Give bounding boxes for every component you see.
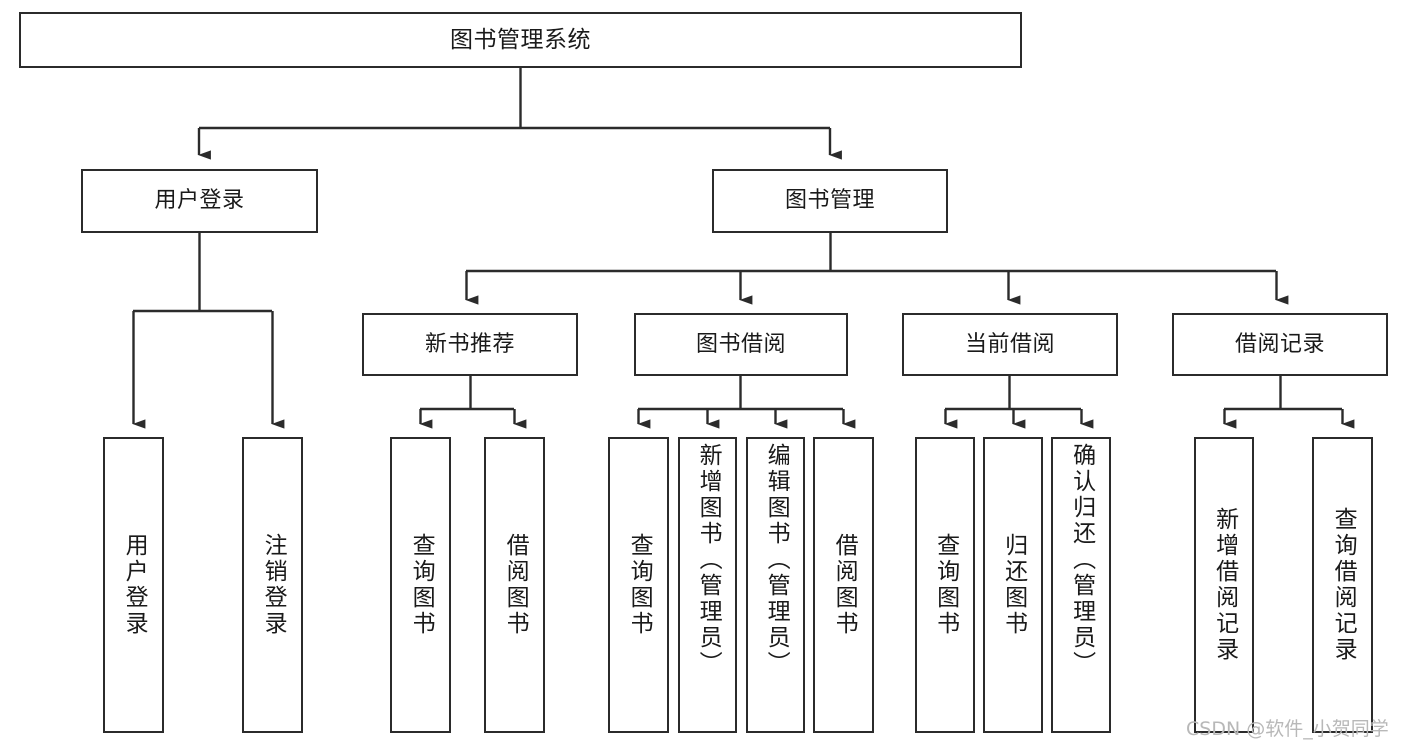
node-leaf-query-books-1[interactable]: 查询图书 bbox=[390, 437, 451, 733]
node-current-borrow-label: 当前借阅 bbox=[964, 331, 1055, 357]
csdn-watermark: CSDN @软件_小贺同学 bbox=[1186, 718, 1389, 740]
node-root-label: 图书管理系统 bbox=[450, 26, 591, 53]
node-borrow-record[interactable]: 借阅记录 bbox=[1172, 313, 1388, 376]
node-user-login[interactable]: 用户登录 bbox=[81, 169, 318, 233]
node-leaf-query-borrow-record-label: 查询借阅记录 bbox=[1330, 507, 1357, 663]
node-new-book-recommend[interactable]: 新书推荐 bbox=[362, 313, 578, 376]
node-leaf-add-borrow-record[interactable]: 新增借阅记录 bbox=[1194, 437, 1254, 733]
node-current-borrow[interactable]: 当前借阅 bbox=[902, 313, 1118, 376]
node-leaf-query-borrow-record[interactable]: 查询借阅记录 bbox=[1312, 437, 1373, 733]
node-root[interactable]: 图书管理系统 bbox=[19, 12, 1022, 68]
node-leaf-borrow-books-1-label: 借阅图书 bbox=[502, 533, 529, 637]
node-book-management-label: 图书管理 bbox=[784, 188, 875, 213]
node-leaf-add-borrow-record-label: 新增借阅记录 bbox=[1211, 507, 1238, 663]
node-leaf-return-books-label: 归还图书 bbox=[1000, 533, 1027, 637]
node-leaf-borrow-books-2-label: 借阅图书 bbox=[831, 533, 858, 637]
node-leaf-user-logout[interactable]: 注销登录 bbox=[242, 437, 303, 733]
node-borrow-record-label: 借阅记录 bbox=[1234, 331, 1325, 357]
node-new-book-recommend-label: 新书推荐 bbox=[424, 331, 515, 357]
node-leaf-confirm-return[interactable]: 确认归还（管理员） bbox=[1051, 437, 1111, 733]
node-book-borrow-label: 图书借阅 bbox=[695, 331, 786, 357]
node-leaf-query-books-3[interactable]: 查询图书 bbox=[915, 437, 975, 733]
node-leaf-user-login-label: 用户登录 bbox=[121, 533, 148, 637]
node-leaf-borrow-books-1[interactable]: 借阅图书 bbox=[484, 437, 545, 733]
node-leaf-edit-book-label: 编辑图书（管理员） bbox=[763, 443, 790, 677]
node-leaf-borrow-books-2[interactable]: 借阅图书 bbox=[813, 437, 874, 733]
node-leaf-query-books-2[interactable]: 查询图书 bbox=[608, 437, 669, 733]
node-leaf-return-books[interactable]: 归还图书 bbox=[983, 437, 1043, 733]
node-leaf-confirm-return-label: 确认归还（管理员） bbox=[1068, 443, 1095, 677]
node-book-borrow[interactable]: 图书借阅 bbox=[634, 313, 848, 376]
node-leaf-user-logout-label: 注销登录 bbox=[260, 533, 287, 637]
node-leaf-query-books-2-label: 查询图书 bbox=[626, 533, 653, 637]
node-leaf-user-login[interactable]: 用户登录 bbox=[103, 437, 164, 733]
node-leaf-add-book-label: 新增图书（管理员） bbox=[695, 443, 722, 677]
node-leaf-add-book[interactable]: 新增图书（管理员） bbox=[678, 437, 737, 733]
node-user-login-label: 用户登录 bbox=[154, 188, 245, 213]
node-leaf-edit-book[interactable]: 编辑图书（管理员） bbox=[746, 437, 805, 733]
node-book-management[interactable]: 图书管理 bbox=[712, 169, 948, 233]
node-leaf-query-books-3-label: 查询图书 bbox=[932, 533, 959, 637]
node-leaf-query-books-1-label: 查询图书 bbox=[408, 533, 435, 637]
